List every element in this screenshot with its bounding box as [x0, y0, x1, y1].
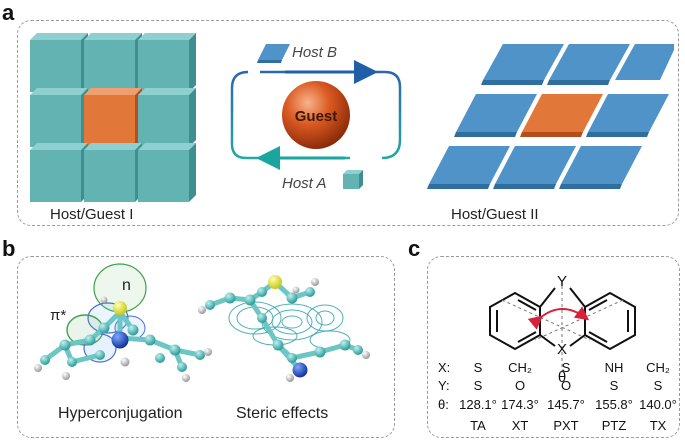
row-header-x: X: — [438, 360, 450, 375]
table-cell: 174.3° — [501, 397, 539, 412]
host-guest-ii-tile-grid — [427, 44, 674, 189]
caption-host-guest-i: Host/Guest I — [50, 206, 133, 223]
caption-host-guest-ii: Host/Guest II — [451, 206, 539, 223]
panel-a-label: a — [2, 0, 15, 25]
table-cell: CH₂ — [508, 360, 532, 375]
table-cell: 128.1° — [459, 397, 497, 412]
x-atom-label: X — [557, 341, 567, 358]
table-cell: S — [654, 378, 663, 393]
guest-sphere — [282, 81, 350, 149]
dihedral-angle-table: X: S CH₂ S NH CH₂ Y: S O O S S θ: 128.1°… — [438, 360, 677, 433]
nitrogen-atom — [111, 331, 129, 349]
table-cell: CH₂ — [646, 360, 670, 375]
table-cell: NH — [605, 360, 624, 375]
row-header-y: Y: — [438, 378, 450, 393]
nitrogen-atom — [292, 362, 308, 378]
panel-c-frame — [427, 256, 680, 438]
table-cell: O — [561, 378, 571, 393]
table-cell: S — [474, 360, 483, 375]
host-b-tile-icon — [257, 44, 290, 63]
compound-name: XT — [512, 418, 529, 433]
n-label: n — [122, 277, 131, 294]
cube — [138, 143, 196, 202]
table-cell: S — [610, 378, 619, 393]
panel-c-label: c — [408, 236, 421, 261]
row-header-theta: θ: — [438, 397, 449, 412]
pi-star-label: π* — [50, 307, 66, 324]
caption-hyperconjugation: Hyperconjugation — [58, 405, 183, 422]
compound-name: TA — [470, 418, 486, 433]
sulfur-atom — [268, 275, 282, 289]
panel-b-label: b — [2, 236, 16, 261]
table-cell: 145.7° — [547, 397, 585, 412]
host-b-label: Host B — [292, 44, 337, 61]
caption-steric-effects: Steric effects — [236, 405, 328, 422]
host-guest-i-cube-grid — [30, 33, 196, 202]
sulfur-atom — [113, 301, 127, 315]
theta-symbol: θ — [558, 369, 566, 386]
table-cell: O — [515, 378, 525, 393]
steric-effects-molecule — [198, 275, 370, 382]
cube — [30, 143, 88, 202]
compound-name: PXT — [553, 418, 578, 433]
host-a-cube-icon — [343, 170, 363, 189]
plane-guide-lines — [501, 280, 624, 372]
table-cell: S — [474, 378, 483, 393]
cube — [138, 33, 196, 92]
theta-angle-arc — [527, 306, 590, 330]
y-atom-label: Y — [557, 273, 567, 290]
table-cell: 155.8° — [595, 397, 633, 412]
table-cell: 140.0° — [639, 397, 677, 412]
cube — [138, 88, 196, 147]
panel-b-frame — [17, 256, 395, 438]
compound-name: PTZ — [602, 418, 627, 433]
panel-a-frame — [17, 20, 679, 226]
guest-tile — [522, 94, 603, 132]
guest-label: Guest — [295, 108, 338, 125]
host-a-label: Host A — [282, 175, 326, 192]
table-cell: S — [562, 360, 571, 375]
hyperconjugation-molecule — [34, 263, 212, 382]
exchange-loop — [230, 60, 402, 170]
compound-name: TX — [650, 418, 667, 433]
